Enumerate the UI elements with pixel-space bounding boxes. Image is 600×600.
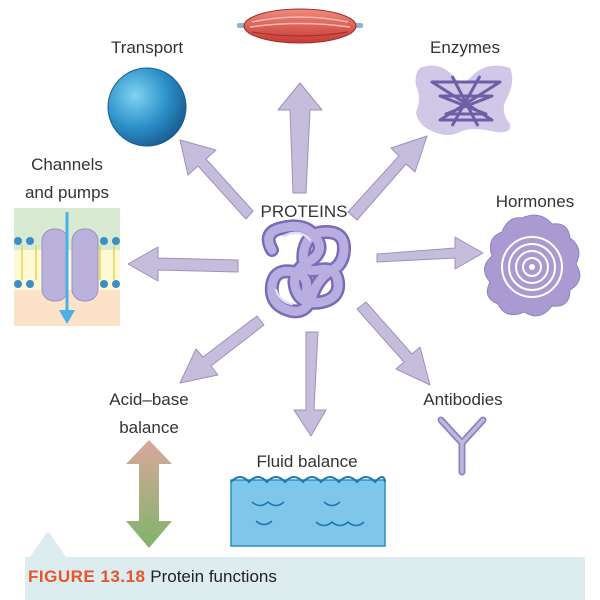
label-balance: balance — [119, 418, 179, 437]
arrow-to-acid-base — [179, 315, 265, 384]
figure-caption: FIGURE 13.18 Protein functions — [28, 567, 277, 587]
arrow-to-antibodies — [356, 301, 431, 386]
arrow-to-channels — [127, 246, 239, 282]
caption-notch — [30, 531, 66, 557]
label-acid-base: Acid–base — [109, 390, 188, 409]
transport-protein-icon — [107, 67, 187, 147]
label-hormones: Hormones — [496, 192, 574, 211]
enzyme-icon — [415, 65, 513, 135]
antibody-icon — [437, 416, 487, 476]
label-and-pumps: and pumps — [25, 183, 109, 202]
center-label: PROTEINS — [261, 202, 348, 221]
fluid-water-icon — [230, 476, 386, 547]
label-antibodies: Antibodies — [423, 390, 502, 409]
label-fluid-balance: Fluid balance — [256, 452, 357, 471]
figure-title: Protein functions — [150, 567, 277, 586]
arrows-group — [127, 82, 484, 437]
label-channels: Channels — [31, 155, 103, 174]
caption-bar — [25, 557, 585, 600]
label-enzymes: Enzymes — [430, 38, 500, 57]
membrane-lipids — [14, 237, 120, 288]
arrow-to-enzymes — [347, 135, 428, 221]
arrow-to-transport — [179, 139, 254, 220]
hormone-icon — [484, 214, 581, 317]
arrow-to-hormones — [376, 236, 484, 270]
arrow-to-fluid-balance — [293, 331, 327, 437]
channel-pump-icon — [14, 208, 120, 326]
arrow-to-muscle — [277, 82, 323, 194]
acid-base-double-arrow-icon — [126, 440, 172, 548]
protein-molecule-icon — [261, 219, 351, 319]
muscle-fiber-icon — [237, 8, 363, 44]
label-transport: Transport — [111, 38, 183, 57]
figure-number: FIGURE 13.18 — [28, 567, 146, 586]
